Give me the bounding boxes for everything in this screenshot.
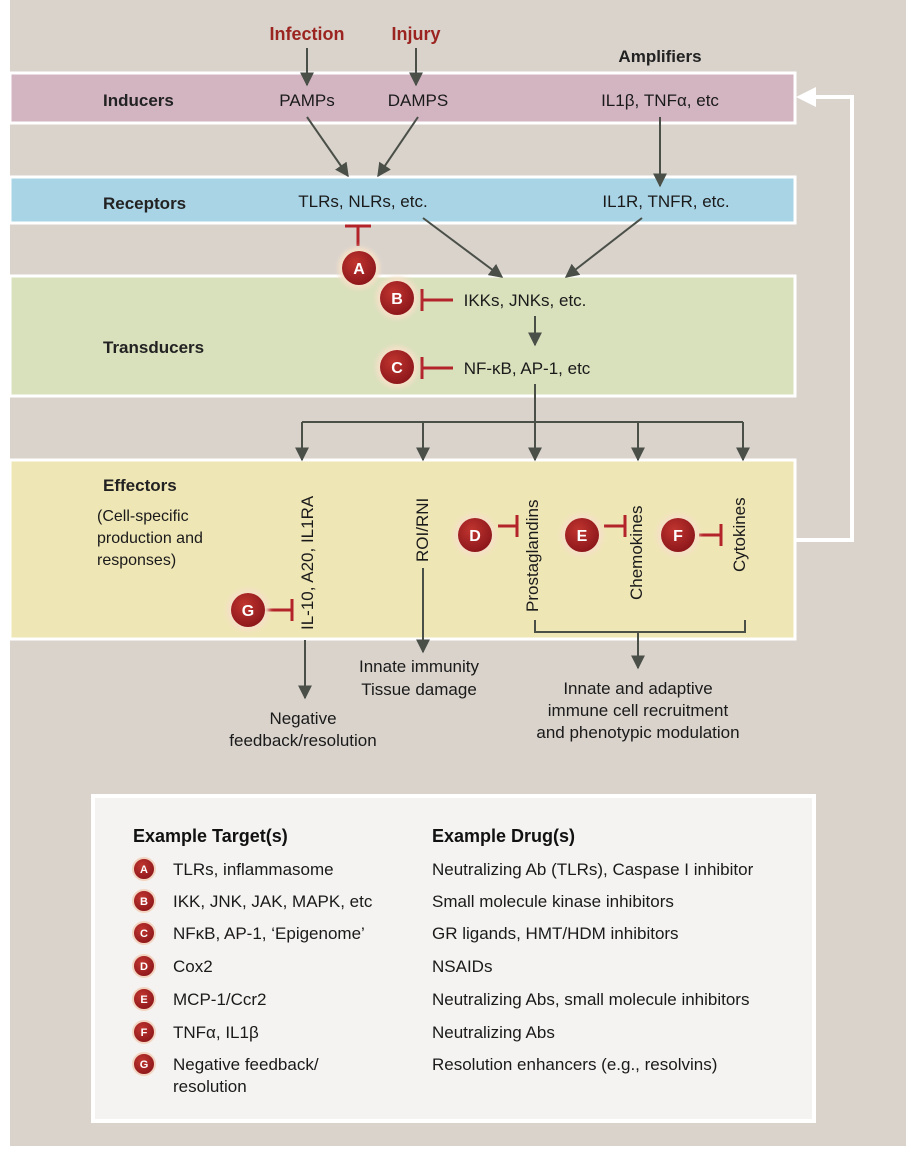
recruitment-label-1: Innate and adaptive [563,679,712,698]
effectors-sub-3: responses) [97,552,176,569]
badge-b: B [376,277,418,319]
legend-target-g-line2: resolution [173,1077,247,1096]
cytokines-label: Cytokines [730,497,749,572]
legend-row: E MCP-1/Ccr2 Neutralizing Abs, small mol… [132,987,749,1011]
legend-row: A TLRs, inflammasome Neutralizing Ab (TL… [132,857,754,881]
legend-badge-a: A [140,864,148,876]
legend-target-g: Negative feedback/ [173,1055,319,1074]
legend-badge-f: F [141,1027,148,1039]
badge-g-letter: G [242,603,254,620]
amplifiers-label: IL1β, TNFα, etc [601,91,719,110]
legend-row: G Negative feedback/ resolution Resoluti… [132,1052,717,1096]
legend-badge-d: D [140,961,148,973]
amplifiers-header: Amplifiers [618,47,701,66]
il1r-label: IL1R, TNFR, etc. [602,192,729,211]
legend-badge-b: B [140,896,148,908]
badge-c-letter: C [391,360,403,377]
inhibitor-b [420,289,453,311]
legend-drug-d: NSAIDs [432,957,492,976]
injury-label: Injury [391,24,440,44]
badge-e-letter: E [577,528,588,545]
damps-label: DAMPS [388,91,448,110]
bracket-recruitment [534,620,746,633]
infection-label: Infection [270,24,345,44]
legend-badge-e: E [140,994,147,1006]
legend-target-b: IKK, JNK, JAK, MAPK, etc [173,892,373,911]
legend-row: B IKK, JNK, JAK, MAPK, etc Small molecul… [132,889,674,913]
badge-a: A [338,247,380,289]
badge-g: G [227,589,269,631]
badge-e: E [561,514,603,556]
pamps-label: PAMPs [279,91,334,110]
nfkb-label: NF-κB, AP-1, etc [464,359,591,378]
legend-target-header: Example Target(s) [133,826,288,846]
legend-row: D Cox2 NSAIDs [132,954,492,978]
legend-drug-a: Neutralizing Ab (TLRs), Caspase I inhibi… [432,860,754,879]
legend-target-d: Cox2 [173,957,213,976]
legend-row: F TNFα, IL1β Neutralizing Abs [132,1020,555,1044]
legend-drug-b: Small molecule kinase inhibitors [432,892,674,911]
legend-target-f: TNFα, IL1β [173,1023,259,1042]
inhibitor-g [265,599,294,621]
effectors-label: Effectors [103,476,177,495]
inducers-band [8,71,797,125]
arrow-damps [377,116,419,178]
innate-immunity-label: Innate immunity [359,657,479,676]
inhibitor-e [604,515,627,537]
badge-f-letter: F [673,528,683,545]
negative-label-1: Negative [269,709,336,728]
legend-target-a: TLRs, inflammasome [173,860,334,879]
negative-label-2: feedback/resolution [229,731,376,750]
il10-label: IL-10, A20, IL1RA [298,495,317,630]
effectors-sub-2: production and [97,530,203,547]
arrow-il1r-ikk [564,217,643,278]
legend-target-c: NFκB, AP-1, ‘Epigenome’ [173,924,365,943]
tlrs-label: TLRs, NLRs, etc. [298,192,427,211]
inhibitor-a [345,224,371,246]
badge-a-letter: A [353,261,365,278]
inducers-label: Inducers [103,91,174,110]
legend-drug-c: GR ligands, HMT/HDM inhibitors [432,924,679,943]
recruitment-label-2: immune cell recruitment [548,701,729,720]
badge-b-letter: B [391,291,403,308]
receptors-label: Receptors [103,194,186,213]
legend-badge-g: G [140,1059,149,1071]
recruitment-label-3: and phenotypic modulation [536,723,739,742]
badge-c: C [376,346,418,388]
legend-drug-f: Neutralizing Abs [432,1023,555,1042]
effectors-sub-1: (Cell-specific [97,508,189,525]
inhibitor-d [498,515,519,537]
legend-badge-c: C [140,928,148,940]
badge-d-letter: D [469,528,481,545]
feedback-loop-arrow [796,87,854,542]
badge-f: F [657,514,699,556]
chemokines-label: Chemokines [627,506,646,601]
prostaglandins-label: Prostaglandins [523,500,542,612]
legend-drug-e: Neutralizing Abs, small molecule inhibit… [432,990,749,1009]
inhibitor-f [699,524,723,546]
badge-d: D [454,514,496,556]
arrow-pamps [306,116,349,178]
inhibitor-c [420,357,453,379]
roi-rni-label: ROI/RNI [413,498,432,562]
legend-drug-header: Example Drug(s) [432,826,575,846]
transducers-label: Transducers [103,338,204,357]
arrow-tlrs-ikk [422,217,504,278]
legend-drug-g: Resolution enhancers (e.g., resolvins) [432,1055,717,1074]
legend-target-e: MCP-1/Ccr2 [173,990,267,1009]
tissue-damage-label: Tissue damage [361,680,477,699]
ikks-label: IKKs, JNKs, etc. [464,291,587,310]
legend-row: C NFκB, AP-1, ‘Epigenome’ GR ligands, HM… [132,921,679,945]
legend-box [91,794,816,1123]
